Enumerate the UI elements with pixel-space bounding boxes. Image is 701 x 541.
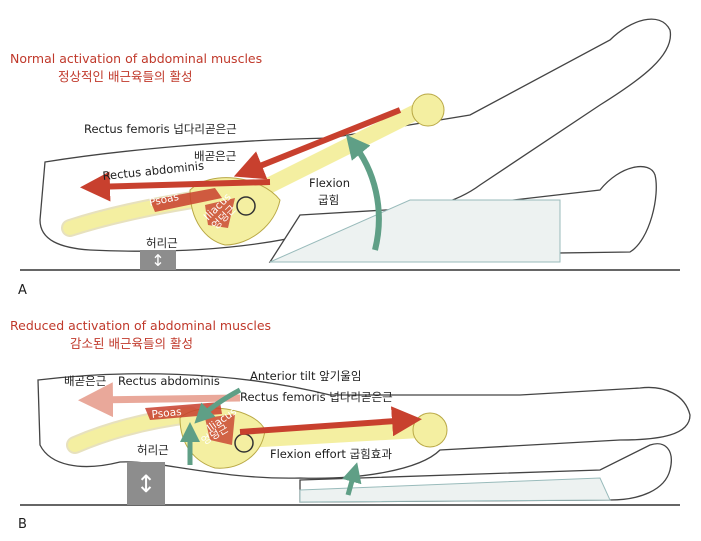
- lumbar-label-b: 허리근: [137, 443, 169, 457]
- psoas-muscle-a: [150, 188, 222, 212]
- rectus-femoris-label-a: Rectus femoris 넙다리곧은근: [84, 122, 237, 136]
- rectus-abdominis-arrow-a: [80, 171, 271, 202]
- flexion-effort-label-b: Flexion effort 굽힘효과: [270, 447, 392, 461]
- knee-a: [411, 93, 445, 127]
- flexion-arrow-a: [345, 134, 382, 251]
- femur-b: [237, 422, 428, 448]
- psoas-label-b: Psoas: [151, 406, 182, 421]
- flexion-effort-arrow-b: [342, 462, 362, 496]
- hip-joint-b: [234, 433, 254, 453]
- panel-b-title-en: Reduced activation of abdominal muscles: [10, 318, 271, 333]
- rectus-abdominis-arrow-b: [78, 382, 241, 418]
- rectus-femoris-arrow-a: [233, 107, 402, 180]
- knee-wedge-a: [269, 199, 561, 263]
- panel-a-title-ko: 정상적인 배근육들의 활성: [58, 69, 192, 84]
- anterior-tilt-arrow-b: [194, 387, 242, 424]
- panel-a: ↕ Normal activation of abdominal muscles…: [10, 18, 680, 298]
- panel-b: ↕ Reduced activation of abdominal muscle…: [10, 318, 691, 532]
- erector-label-b: 배곧은근: [64, 374, 106, 388]
- up-down-arrow-icon: ↕: [151, 251, 164, 270]
- panel-b-title-ko: 감소된 배근육들의 활성: [70, 336, 193, 351]
- panel-a-letter: A: [18, 283, 27, 298]
- erector-label-a: 배곧은근: [194, 149, 236, 163]
- knee-b: [412, 412, 448, 448]
- lumbar-label-a: 허리근: [146, 236, 178, 250]
- rectus-femoris-label-b: Rectus femoris 넙다리곧은근: [240, 390, 393, 404]
- anterior-tilt-label-b: Anterior tilt 앞기울임: [250, 369, 361, 383]
- flexion-label-a: Flexion: [309, 176, 350, 190]
- rectus-abdominis-label-b: Rectus abdominis: [118, 374, 220, 388]
- support-block-a: [140, 250, 176, 270]
- panel-b-letter: B: [18, 517, 27, 532]
- iliacus-muscle-a: [205, 198, 235, 228]
- flexion-ko-label-a: 굽힘: [318, 193, 339, 207]
- knee-wedge-b: [299, 477, 611, 503]
- rectus-femoris-arrow-b: [239, 406, 422, 437]
- panel-a-title-en: Normal activation of abdominal muscles: [10, 51, 262, 66]
- support-block-b: [127, 462, 165, 505]
- hip-joint-a: [236, 196, 256, 216]
- up-down-arrow-icon: ↕: [136, 470, 156, 498]
